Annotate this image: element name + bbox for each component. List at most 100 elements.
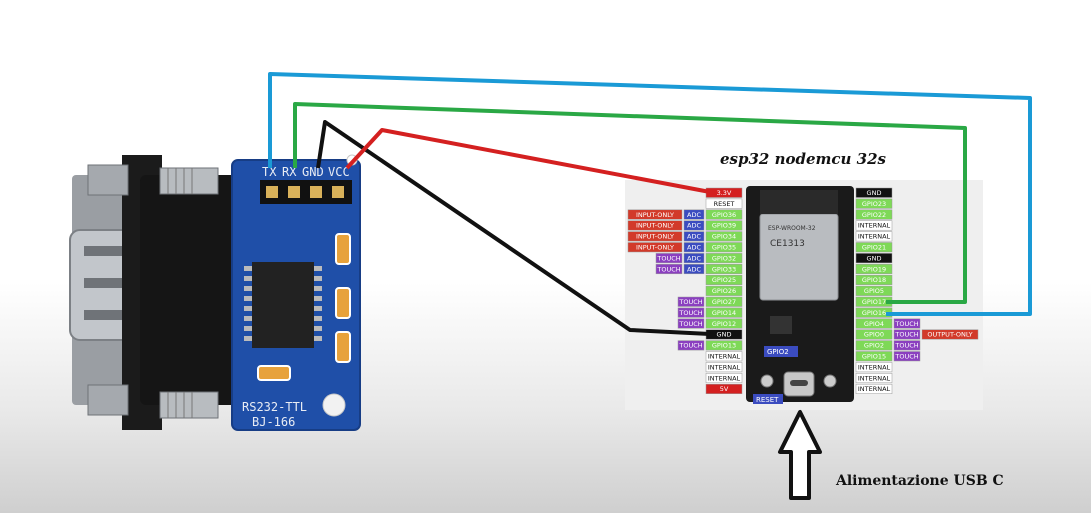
wires [268,72,1032,336]
right-pin-label [855,242,893,253]
right-pin-label [855,209,893,220]
right-pin-label [855,351,893,362]
left-pin-tag [627,242,683,253]
left-pin-text: INTERNAL [708,363,741,371]
left-pin-tag [627,220,683,231]
left-pin-tag-text: TOUCH [678,298,702,306]
left-pin-text: GPIO25 [712,276,736,284]
right-pin-text: GPIO23 [862,200,886,208]
left-pin-label [705,231,743,242]
left-pin-text: GND [717,331,732,339]
right-pin-text: GND [867,189,882,197]
right-pin-text: GPIO16 [862,309,886,317]
left-pin-label [705,209,743,220]
left-pin-tag-text: ADC [687,244,701,252]
left-pin-tag [655,264,683,275]
rs232-module: TX RX GND VCC RS232-TTL BJ-166 [69,154,361,431]
left-pin-label [705,296,743,307]
left-pin-tag [677,318,705,329]
board-label-reset: RESET [756,396,779,404]
left-pin-tag-text: ADC [687,233,701,241]
right-pin-text: GPIO19 [862,265,886,273]
capacitor [335,233,351,265]
right-pin-text: GPIO5 [864,287,884,295]
right-pin-tag [893,318,921,329]
left-pin-tag-text: TOUCH [656,254,680,262]
left-pin-tag [683,231,705,242]
right-pin-text: GPIO21 [862,244,886,252]
button-boot [760,374,774,388]
left-pin-label [705,264,743,275]
left-pin-label [705,373,743,384]
right-pin-text: GPIO18 [862,276,886,284]
right-pin-text: GPIO2 [864,342,884,350]
left-pin-tag [683,220,705,231]
left-pin-text: 5V [720,385,729,393]
left-pin-tag-text: ADC [687,254,701,262]
wire-vcc-red [345,128,711,194]
left-pin-tag-text: ADC [687,211,701,219]
header-pin-vcc: VCC [328,165,350,179]
right-pin-tag-text: TOUCH [894,331,918,339]
left-pin-tag-text: INPUT-ONLY [636,211,674,219]
left-pin-text: GPIO27 [712,298,736,306]
left-pin-tag [677,340,705,351]
left-pin-text: GPIO14 [712,309,736,317]
left-pin-text: 3.3V [717,189,732,197]
wire-rx-green [293,102,967,304]
left-pin-tag-text: INPUT-ONLY [636,233,674,241]
left-pin-text: GPIO36 [712,211,736,219]
left-pin-tag [683,242,705,253]
left-pin-tag [677,307,705,318]
capacitor [257,365,291,381]
thumbscrew-top [87,164,219,196]
power-label: Alimentazione USB C [835,473,1004,489]
left-pin-text: INTERNAL [708,374,741,382]
left-pin-tag-text: TOUCH [678,320,702,328]
right-pin-label [855,274,893,285]
left-pin-label [705,285,743,296]
diagram-title: esp32 nodemcu 32s [720,150,887,168]
right-pin-label [855,198,893,209]
right-pin-tag [893,340,921,351]
left-pin-tag [627,231,683,242]
left-pin-text: GPIO26 [712,287,736,295]
thumbscrew-bottom [87,384,219,419]
module-text: ESP-WROOM-32 [768,225,816,232]
right-pin-text: GPIO22 [862,211,886,219]
wire-tx-blue [268,72,1032,316]
board-label-gpio2: GPIO2 [767,348,789,356]
left-pin-label [705,383,743,394]
right-pin-tag-text: TOUCH [894,342,918,350]
right-pin-label [855,318,893,329]
left-pin-label [705,362,743,373]
left-pin-tag [683,264,705,275]
left-pin-text: INTERNAL [708,353,741,361]
capacitor [335,331,351,363]
left-pin-label [705,351,743,362]
right-pin-label [855,220,893,231]
left-pin-tag [655,253,683,264]
left-pin-text: GPIO35 [712,244,736,252]
right-pin-text: INTERNAL [858,233,891,241]
right-pin-text: GPIO0 [864,331,884,339]
capacitor [335,287,351,319]
db9-housing [140,175,250,405]
header-pin-rx: RX [282,165,297,179]
right-pin-label [855,264,893,275]
header-pin-gnd: GND [302,165,324,179]
left-pin-text: GPIO39 [712,222,736,230]
left-pin-tag-text: TOUCH [678,342,702,350]
left-pin-text: RESET [714,200,735,208]
right-pin-label [855,329,893,340]
left-pin-label [705,307,743,318]
right-pin-text: GND [867,254,882,262]
right-pin-text: GPIO17 [862,298,886,306]
left-pin-tag-text: TOUCH [678,309,702,317]
right-pin-label [855,383,893,394]
left-pin-label [705,220,743,231]
left-pin-tag [683,253,705,264]
right-pin-label [855,285,893,296]
max3232-ic [244,262,322,348]
